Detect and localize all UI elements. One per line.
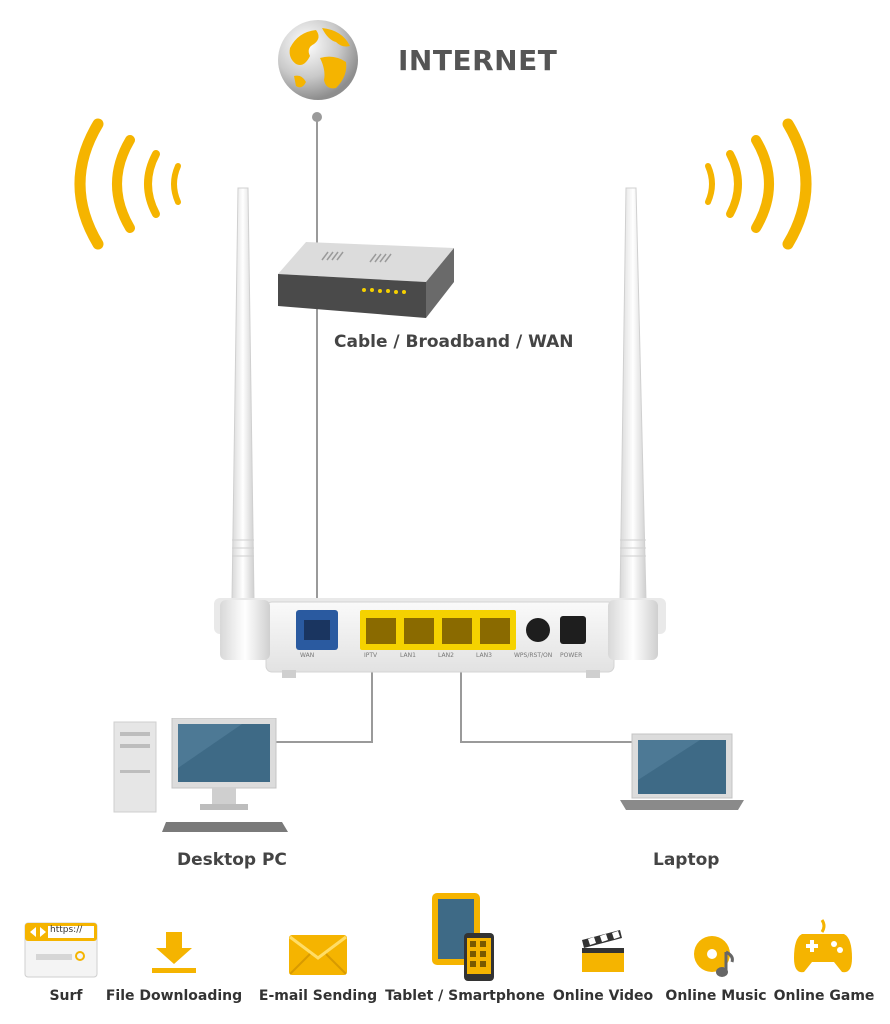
usage-label-file-downloading: File Downloading: [105, 988, 243, 1004]
usage-label-tablet-smartphone: Tablet / Smartphone: [385, 988, 545, 1004]
usage-label-online-music: Online Music: [665, 988, 767, 1004]
mail-icon: [288, 934, 348, 976]
usage-label-online-game: Online Game: [773, 988, 875, 1004]
desktop-cable: [272, 648, 373, 743]
laptop-icon: [620, 732, 746, 812]
wan-cable-end: [312, 112, 322, 122]
internet-label: INTERNET: [398, 44, 558, 77]
wifi-waves-right-icon: [705, 118, 812, 250]
gamepad-icon: [792, 918, 854, 976]
usage-label-online-video: Online Video: [552, 988, 654, 1004]
browser-url: https://: [50, 925, 83, 935]
desktop-pc-icon: [112, 718, 292, 836]
modem-label: Cable / Broadband / WAN: [334, 332, 574, 352]
wifi-waves-left-icon: [74, 118, 181, 250]
usage-label-email-sending: E-mail Sending: [258, 988, 378, 1004]
laptop-label: Laptop: [653, 850, 720, 870]
laptop-cable: [460, 648, 632, 743]
music-disc-icon: [692, 932, 740, 980]
modem-icon: [276, 242, 456, 328]
router-port-labels: WAN IPTV LAN1 LAN2 LAN3 WPS/RST/ON POWER: [226, 652, 626, 664]
tablet-icon: [432, 893, 496, 983]
usage-label-surf: Surf: [49, 988, 83, 1004]
port-label-iptv: IPTV: [364, 652, 378, 659]
port-label-lan2: LAN2: [438, 652, 454, 659]
globe-icon: [276, 18, 360, 102]
port-label-wps: WPS/RST/ON: [514, 652, 553, 659]
router: [210, 180, 670, 680]
browser-icon: https://: [24, 922, 98, 978]
port-label-power: POWER: [560, 652, 583, 659]
desktop-pc-label: Desktop PC: [177, 850, 287, 870]
download-icon: [150, 930, 198, 974]
port-label-lan1: LAN1: [400, 652, 416, 659]
port-label-wan: WAN: [300, 652, 315, 659]
port-label-lan3: LAN3: [476, 652, 492, 659]
clapperboard-icon: [580, 928, 626, 974]
